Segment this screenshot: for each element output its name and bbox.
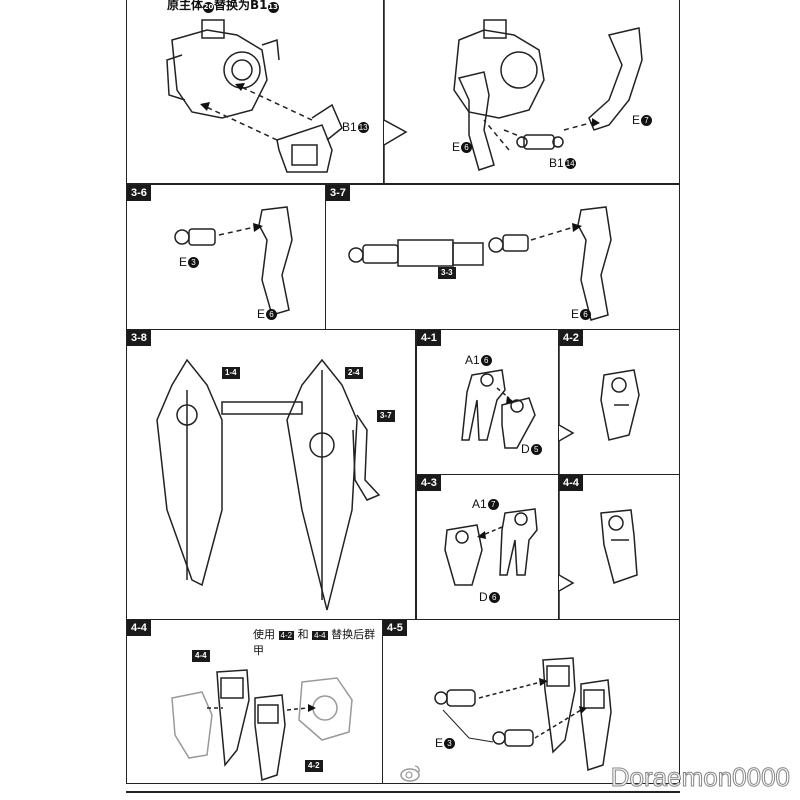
step-3-8-drawing bbox=[156, 358, 381, 611]
part-label-text: E bbox=[632, 113, 641, 127]
part-number: 6 bbox=[488, 592, 500, 604]
bottom-rule bbox=[126, 791, 680, 793]
part-label-text: D bbox=[479, 590, 488, 604]
part-label-text: E bbox=[435, 736, 444, 750]
step-3-7-drawing bbox=[348, 206, 612, 321]
note-tag: 4-4 bbox=[312, 631, 328, 640]
top-left-drawing bbox=[166, 19, 343, 173]
panel-step-4-4-small: 4-4 bbox=[558, 475, 680, 620]
part-number: 6 bbox=[580, 309, 592, 321]
panel-step-4-4-large: 4-4 使用 4-2 和 4-4 替换后群甲 4-4 4-2 bbox=[126, 620, 383, 784]
note-text: 和 bbox=[297, 628, 309, 641]
part-number: 13 bbox=[357, 122, 369, 134]
note-text: 替换后群甲 bbox=[253, 628, 376, 657]
caption-rest: 替换为B1 bbox=[214, 0, 268, 12]
part-number: 5 bbox=[530, 444, 542, 456]
caption-number-2: 13 bbox=[267, 2, 279, 13]
part-label-text: D bbox=[521, 442, 530, 456]
part-label-text: E bbox=[571, 307, 580, 321]
part-label-text: E bbox=[452, 140, 461, 154]
part-number: 7 bbox=[487, 499, 499, 511]
panel-step-4-2: 4-2 bbox=[558, 330, 680, 475]
note-tag: 4-2 bbox=[278, 631, 295, 640]
part-number: 3 bbox=[188, 257, 200, 269]
step-4-1-drawing bbox=[461, 369, 536, 449]
part-label-text: B1 bbox=[342, 120, 357, 134]
part-label-text: E bbox=[257, 307, 266, 321]
step-4-5-drawing bbox=[434, 657, 612, 772]
step-number: 4-5 bbox=[383, 620, 407, 636]
step-number: 4-1 bbox=[417, 330, 441, 346]
step-number: 4-4 bbox=[559, 475, 583, 491]
note-text: 使用 bbox=[253, 628, 275, 641]
step-number: 4-4 bbox=[127, 620, 151, 636]
caption-text: 原主体 bbox=[167, 0, 204, 12]
subassembly-tag-4-4: 4-4 bbox=[192, 650, 210, 662]
part-number: 14 bbox=[564, 158, 576, 170]
top-caption: 原主体20替换为B113 bbox=[167, 0, 279, 13]
step-number: 3-7 bbox=[326, 185, 350, 201]
subassembly-tag: 3-3 bbox=[438, 267, 456, 279]
part-label-text: B1 bbox=[549, 156, 564, 170]
subassembly-tag-1-4: 1-4 bbox=[222, 367, 240, 379]
part-number: 7 bbox=[641, 115, 653, 127]
step-3-6-drawing bbox=[174, 206, 293, 316]
part-number: 6 bbox=[480, 355, 492, 367]
step-4-4-large-drawing bbox=[171, 669, 353, 782]
part-label-text: A1 bbox=[472, 497, 487, 511]
caption-number: 20 bbox=[203, 2, 215, 13]
panel-step-3-8: 3-8 1-4 2-4 3-7 bbox=[126, 330, 416, 620]
part-label-text: E bbox=[179, 255, 188, 269]
step-4-3-drawing bbox=[444, 508, 538, 586]
watermark-text: Doraemon0000 bbox=[610, 762, 790, 793]
part-number: 3 bbox=[444, 738, 456, 750]
subassembly-tag-3-7: 3-7 bbox=[377, 410, 395, 422]
weibo-icon bbox=[400, 765, 420, 782]
step-note: 使用 4-2 和 4-4 替换后群甲 bbox=[253, 626, 382, 658]
step-number: 3-6 bbox=[127, 185, 151, 201]
step-4-4-drawing bbox=[558, 475, 638, 620]
step-number: 4-2 bbox=[559, 330, 583, 346]
step-number: 4-3 bbox=[417, 475, 441, 491]
step-number: 3-8 bbox=[127, 330, 151, 346]
part-label-text: A1 bbox=[465, 353, 480, 367]
subassembly-tag-2-4: 2-4 bbox=[345, 367, 363, 379]
step-4-2-drawing bbox=[558, 330, 640, 475]
top-right-drawing bbox=[383, 0, 643, 184]
subassembly-tag-4-2: 4-2 bbox=[305, 760, 323, 772]
part-number: 6 bbox=[266, 309, 278, 321]
part-number: 6 bbox=[461, 142, 473, 154]
